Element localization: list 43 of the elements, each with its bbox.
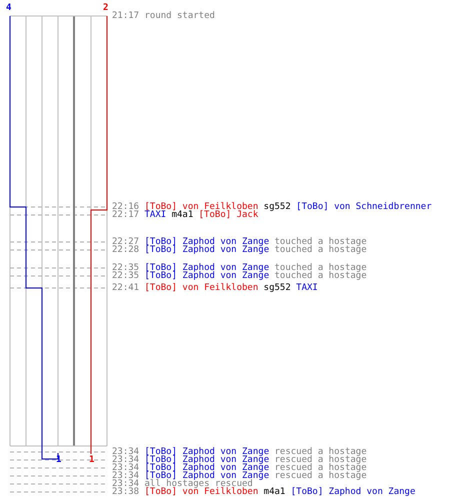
player-name: [ToBo] Zaphod von Zange — [144, 463, 270, 473]
player-count: 2 — [103, 4, 108, 13]
timestamp: 22:28 — [112, 245, 140, 255]
timestamp: 22:17 — [112, 210, 140, 220]
player-name: [ToBo] Zaphod von Zange — [144, 245, 270, 255]
timestamp: 21:17 — [112, 11, 140, 21]
player-name: [ToBo] Zaphod von Zange — [144, 455, 270, 465]
player-name: [ToBo] Zaphod von Zange — [144, 237, 270, 247]
player-name: TAXI — [144, 210, 166, 220]
event-text: rescued a hostage — [274, 455, 367, 465]
event-text: touched a hostage — [274, 271, 367, 281]
timestamp: 23:38 — [112, 487, 140, 497]
player-name: [ToBo] von Feilkloben — [144, 283, 258, 293]
event-text: touched a hostage — [274, 245, 367, 255]
weapon-name: m4a1 — [264, 487, 286, 497]
timestamp: 22:35 — [112, 271, 140, 281]
timestamp: 23:34 — [112, 455, 140, 465]
event-text: rescued a hostage — [274, 463, 367, 473]
timestamp: 23:34 — [112, 463, 140, 473]
timestamp: 22:35 — [112, 263, 140, 273]
timestamp: 23:34 — [112, 447, 140, 457]
player-name: [ToBo] Zaphod von Zange — [144, 471, 270, 481]
player-name: [ToBo] von Feilkloben — [144, 487, 258, 497]
event-text: rescued a hostage — [274, 447, 367, 457]
event-text: round started — [144, 11, 215, 21]
timestamp: 22:16 — [112, 202, 140, 212]
timestamp: 23:34 — [112, 479, 140, 489]
player-count: 4 — [6, 4, 12, 13]
timestamp: 23:34 — [112, 471, 140, 481]
weapon-name: sg552 — [264, 202, 291, 212]
timestamp: 22:41 — [112, 283, 140, 293]
weapon-name: sg552 — [264, 283, 291, 293]
player-name: [ToBo] Zaphod von Zange — [290, 487, 416, 497]
player-name: [ToBo] Zaphod von Zange — [144, 271, 270, 281]
player-name: [ToBo] von Schneidbrenner — [296, 202, 432, 212]
player-count: 1 — [89, 456, 94, 465]
player-name: [ToBo] Zaphod von Zange — [144, 447, 270, 457]
event-text: rescued a hostage — [274, 471, 367, 481]
player-name: TAXI — [296, 283, 318, 293]
weapon-name: m4a1 — [172, 210, 194, 220]
player-name: [ToBo] Zaphod von Zange — [144, 263, 270, 273]
timestamp: 22:27 — [112, 237, 140, 247]
player-name: [ToBo] Jack — [198, 210, 258, 220]
